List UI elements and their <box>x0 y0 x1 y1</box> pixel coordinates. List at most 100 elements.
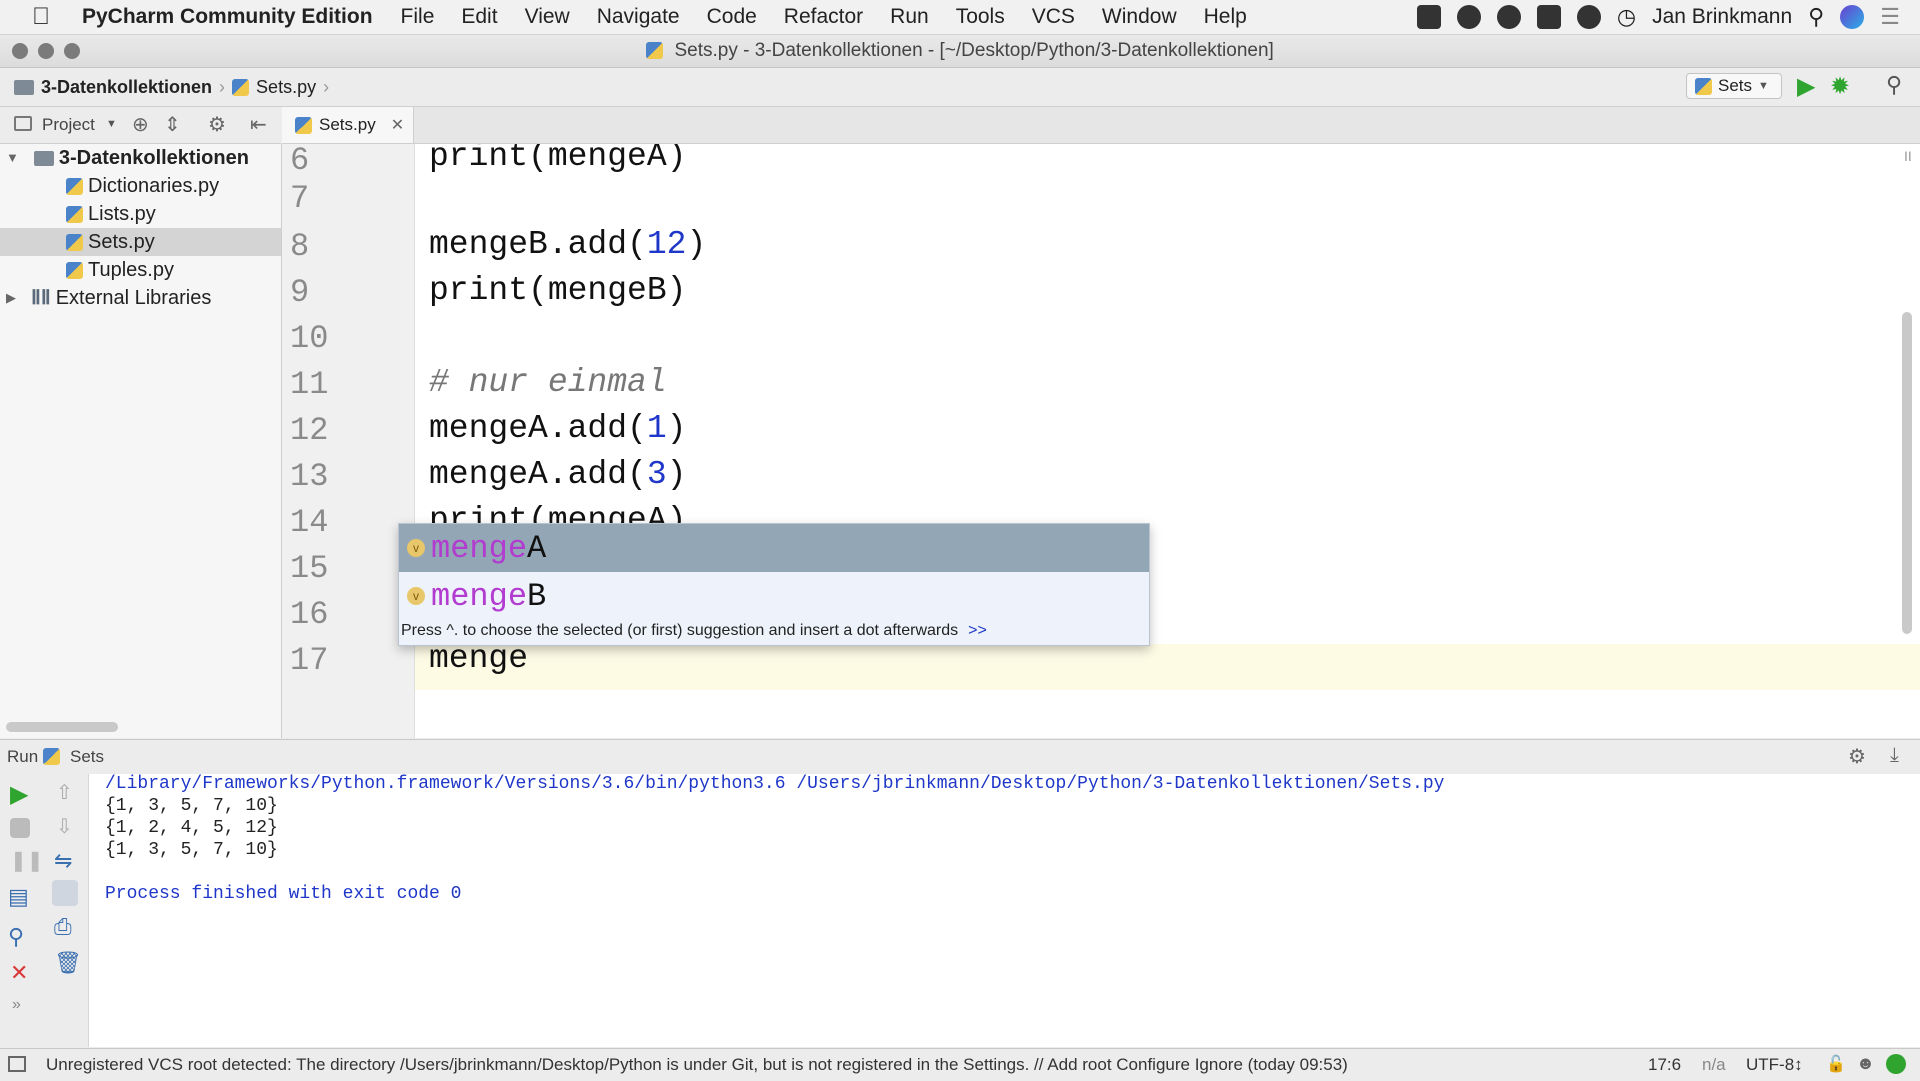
debug-bug-icon[interactable]: ✹ <box>1830 73 1851 100</box>
tab-label: Sets.py <box>319 115 376 134</box>
backup-tray-icon[interactable] <box>1536 5 1561 29</box>
project-horizontal-scrollbar[interactable] <box>6 722 118 732</box>
close-tab-icon[interactable]: ✕ <box>390 117 405 134</box>
tree-root-label: 3-Datenkollektionen <box>58 147 249 169</box>
spotlight-search-icon[interactable]: ⚲ <box>1808 4 1825 29</box>
variable-icon: v <box>407 539 425 557</box>
tree-external-libraries[interactable]: ▶ ⅡⅡ External Libraries <box>0 284 281 312</box>
clear-trash-icon[interactable]: 🗑 <box>54 950 82 975</box>
code-editor[interactable]: 6 7 8 9 10 11 12 13 14 15 16 17 print(me… <box>282 144 1920 738</box>
apple-icon[interactable]:  <box>0 3 82 31</box>
line-number: 11 <box>290 366 329 403</box>
code-comment: # nur einmal <box>429 364 667 401</box>
line-separator[interactable]: n/a <box>1702 1055 1726 1074</box>
inspector-icon[interactable]: ☻ <box>1856 1053 1875 1073</box>
line-number: 9 <box>290 274 310 311</box>
menu-view[interactable]: View <box>524 5 570 28</box>
leaf-tray-icon[interactable] <box>1576 5 1601 29</box>
python-file-icon <box>66 177 83 195</box>
project-view-selector[interactable]: Project <box>42 115 95 134</box>
current-line-highlight <box>282 644 1920 690</box>
breadcrumb-file[interactable]: Sets.py <box>256 77 317 97</box>
tree-item-tuples[interactable]: Tuples.py <box>0 256 281 284</box>
tab-sets-py[interactable]: Sets.py ✕ <box>282 107 414 143</box>
gear-icon[interactable]: ⚙ <box>208 114 226 136</box>
chevron-right-icon[interactable]: ▶ <box>6 290 16 305</box>
menu-window[interactable]: Window <box>1101 5 1177 28</box>
stop-icon[interactable] <box>10 818 30 838</box>
vcs-warning-message[interactable]: Unregistered VCS root detected: The dire… <box>46 1055 1348 1074</box>
code-text: ) <box>666 410 687 447</box>
code-text: ) <box>686 226 707 263</box>
gear-icon[interactable]: ⚙ <box>1848 746 1866 768</box>
creative-cloud-tray-icon[interactable] <box>1456 5 1481 29</box>
caret-position[interactable]: 17:6 <box>1648 1055 1682 1074</box>
file-encoding[interactable]: UTF-8↕ <box>1746 1055 1803 1074</box>
chevron-down-icon[interactable]: ▼ <box>6 150 19 165</box>
code-line: print(mengeB) <box>429 272 687 309</box>
line-number-gutter <box>282 144 415 738</box>
arrow-down-icon[interactable]: ⇩ <box>56 816 73 838</box>
menu-vcs[interactable]: VCS <box>1031 5 1075 28</box>
minimize-window-button[interactable] <box>38 43 54 59</box>
menu-tools[interactable]: Tools <box>955 5 1005 28</box>
run-config-select[interactable]: Sets ▼ <box>1686 73 1782 99</box>
user-name-menu[interactable]: Jan Brinkmann <box>1652 5 1793 28</box>
siri-icon[interactable] <box>1840 5 1865 29</box>
pin-icon[interactable]: ⚲ <box>8 924 25 949</box>
tree-root-folder[interactable]: ▼ 3-Datenkollektionen <box>0 144 281 172</box>
scroll-from-source-icon[interactable]: ⊕ <box>132 114 149 136</box>
1password-tray-icon[interactable] <box>1496 5 1521 29</box>
print-icon[interactable]: ⎙ <box>54 914 72 939</box>
run-console[interactable]: /Library/Frameworks/Python.framework/Ver… <box>89 774 1920 1047</box>
lock-icon[interactable]: 🔓 <box>1826 1056 1846 1073</box>
close-window-button[interactable] <box>12 43 28 59</box>
collapse-all-icon[interactable]: ⇕ <box>164 114 181 136</box>
tree-item-dictionaries[interactable]: Dictionaries.py <box>0 172 281 200</box>
hide-panel-icon[interactable]: ⇤ <box>250 114 267 136</box>
chevron-down-icon[interactable]: ▼ <box>106 118 117 130</box>
layout-icon[interactable]: ▤ <box>8 884 29 909</box>
run-icon[interactable]: ▶ <box>1797 73 1816 100</box>
menu-file[interactable]: File <box>400 5 435 28</box>
plugin-tray-icon[interactable] <box>1416 5 1441 29</box>
search-everywhere-icon[interactable]: ⚲ <box>1886 72 1903 97</box>
tree-item-sets[interactable]: Sets.py <box>0 228 281 256</box>
tool-windows-icon[interactable] <box>8 1056 26 1072</box>
editor-vertical-scrollbar[interactable] <box>1902 312 1912 634</box>
line-number: 6 <box>290 144 310 179</box>
breadcrumb: 3-Datenkollektionen › Sets.py › <box>14 77 329 98</box>
rerun-icon[interactable]: ▶ <box>10 781 29 808</box>
python-file-icon <box>295 116 312 134</box>
code-number: 3 <box>646 456 667 493</box>
run-config-name[interactable]: Sets <box>70 747 105 766</box>
close-icon[interactable]: ✕ <box>10 960 29 985</box>
menu-navigate[interactable]: Navigate <box>596 5 680 28</box>
autocomplete-hint-text: Press ^. to choose the selected (or firs… <box>401 622 959 639</box>
breadcrumb-project[interactable]: 3-Datenkollektionen <box>41 77 213 97</box>
arrow-up-icon[interactable]: ⇧ <box>56 782 73 804</box>
menu-help[interactable]: Help <box>1203 5 1247 28</box>
scroll-to-end-icon[interactable] <box>52 880 78 906</box>
autocomplete-hint-link[interactable]: >> <box>968 622 987 639</box>
more-icon[interactable]: » <box>12 996 21 1013</box>
pause-icon[interactable]: ❚❚ <box>10 850 44 872</box>
app-name-menu[interactable]: PyCharm Community Edition <box>82 5 373 28</box>
menu-code[interactable]: Code <box>706 5 757 28</box>
python-file-icon <box>66 233 83 251</box>
menu-run[interactable]: Run <box>890 5 929 28</box>
hide-panel-icon[interactable]: ⤓ <box>1890 744 1899 766</box>
notification-center-icon[interactable]: ☰ <box>1880 4 1900 29</box>
console-output: {1, 2, 4, 5, 12} <box>105 818 278 838</box>
zoom-window-button[interactable] <box>64 43 80 59</box>
menu-edit[interactable]: Edit <box>461 5 498 28</box>
menu-refactor[interactable]: Refactor <box>783 5 864 28</box>
editor-tab-bar: Sets.py ✕ <box>282 107 1920 144</box>
chevron-down-icon: ▼ <box>1758 80 1769 92</box>
tree-item-lists[interactable]: Lists.py <box>0 200 281 228</box>
soft-wrap-icon[interactable]: ⇋ <box>54 848 73 873</box>
event-log-icon[interactable] <box>1886 1054 1906 1074</box>
time-machine-icon[interactable]: ◷ <box>1616 4 1637 29</box>
